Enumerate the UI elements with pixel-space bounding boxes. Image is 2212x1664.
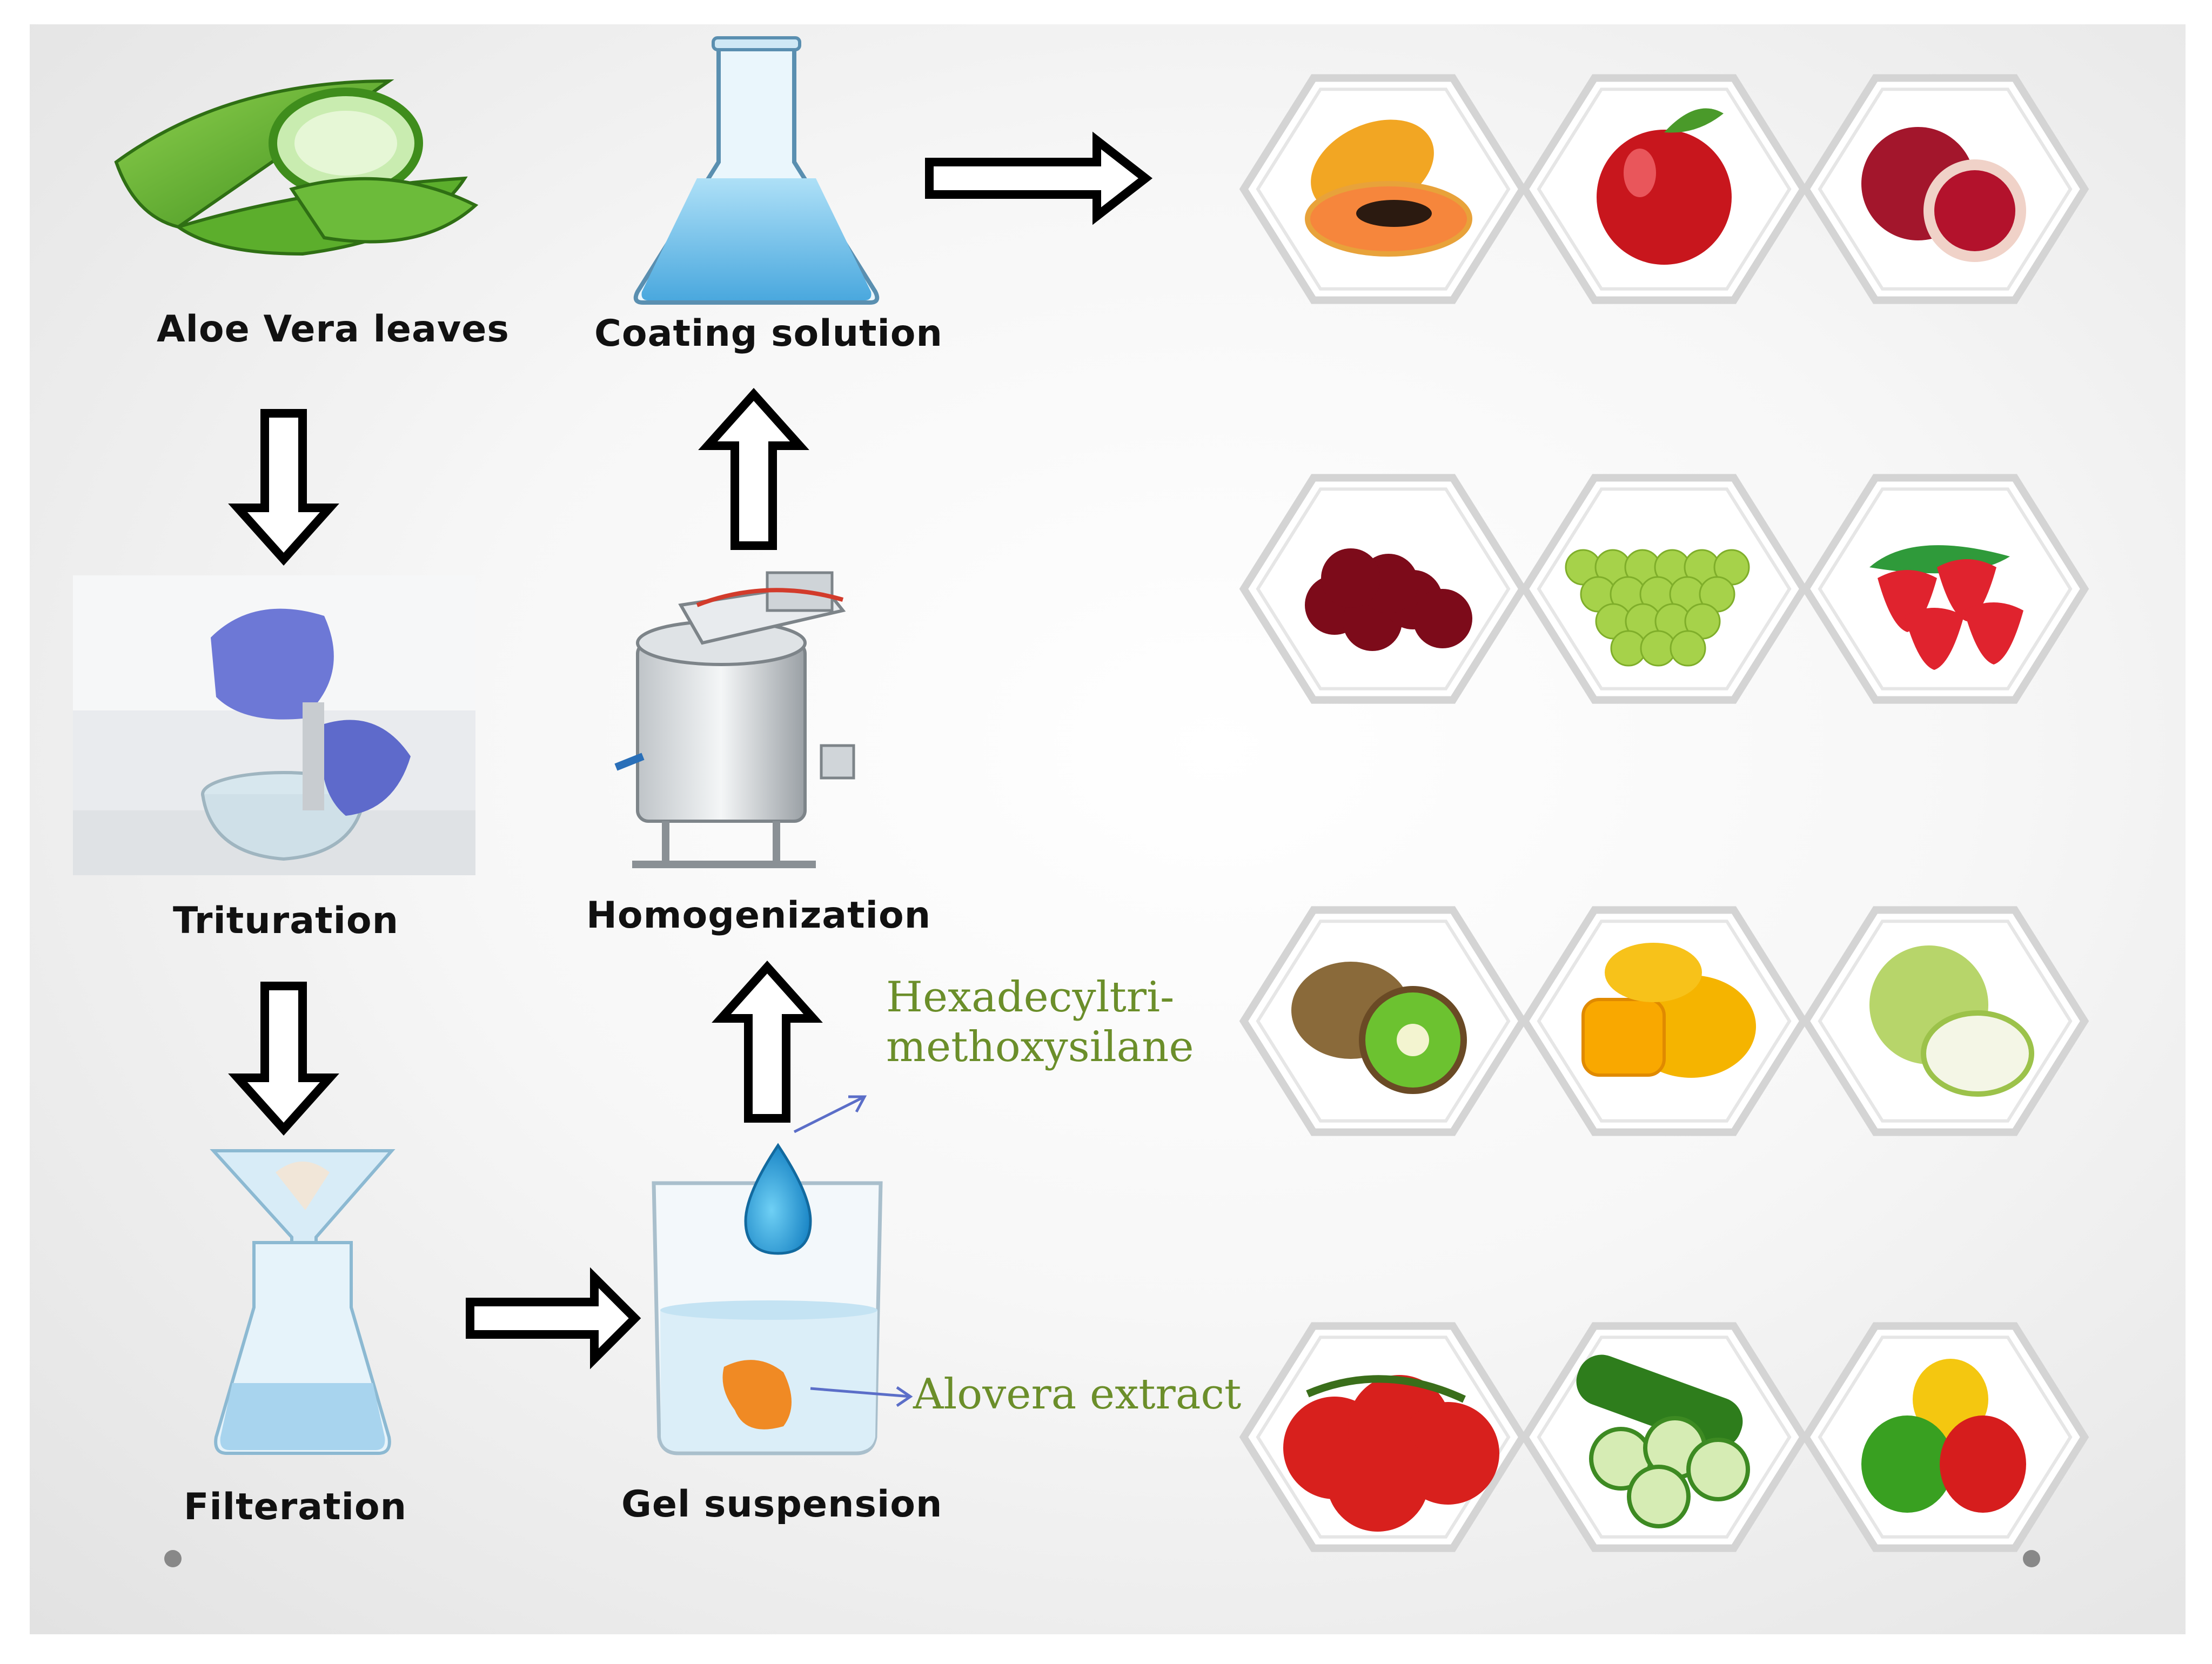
produce-hex-strawberries [1801,474,2089,704]
coating-flask-image [633,36,880,305]
aloe-leaves-label: Aloe Vera leaves [157,308,510,351]
produce-hex-cucumber [1520,1322,1808,1552]
silane-label: Hexadecyltri- methoxysilane [886,972,1194,1072]
filtration-flask-image [210,1149,396,1455]
produce-hex-grapes [1520,474,1808,704]
produce-hex-cherries [1239,474,1527,704]
apple-icon [1597,108,1732,265]
trituration-image [73,575,475,875]
arrow-down-2 [228,982,339,1136]
arrow-up-1 [698,388,809,550]
strawberries-icon [1869,545,2023,670]
aloe-leaves-image [114,79,479,256]
produce-hex-kiwi [1239,906,1527,1136]
mango-icon [1581,943,1756,1078]
arrow-right-top [925,131,1153,225]
produce-grid [1239,74,2089,1552]
silane-label-line2: methoxysilane [886,1023,1194,1071]
papaya-icon [1305,119,1472,257]
corner-dot [164,1550,182,1567]
pointer-extract [810,1386,913,1407]
kiwi-icon [1291,962,1467,1094]
produce-hex-guava [1801,906,2089,1136]
produce-hex-papaya [1239,74,1527,304]
produce-hex-mango [1520,906,1808,1136]
pointer-silane [793,1095,867,1133]
arrow-down-1 [228,409,339,566]
extract-label: Alovera extract [913,1370,1242,1419]
cherries-icon [1305,548,1472,651]
trituration-label: Trituration [173,900,399,942]
arrow-up-2 [712,961,823,1123]
silane-label-line1: Hexadecyltri- [886,973,1175,1022]
produce-hex-tomatoes [1239,1322,1527,1552]
filteration-label: Filteration [184,1486,407,1528]
coating-solution-label: Coating solution [594,312,943,355]
pomegranate-icon [1861,127,2026,262]
produce-hex-bell-peppers [1801,1322,2089,1552]
produce-hex-pomegranate [1801,74,2089,304]
cucumber-icon [1576,1354,1750,1528]
homogenizer-image [614,571,855,868]
water-drop-icon [744,1143,812,1255]
gel-suspension-label: Gel suspension [621,1483,943,1526]
bell-peppers-icon [1861,1359,2026,1513]
guava-icon [1869,945,2034,1097]
gel-beaker-image [652,1181,883,1455]
arrow-right-bottom [466,1267,641,1370]
tomatoes-icon [1283,1375,1499,1532]
corner-dot [2023,1550,2040,1567]
produce-hex-apple [1520,74,1808,304]
homogenization-label: Homogenization [586,894,931,937]
grapes-icon [1565,549,1750,667]
